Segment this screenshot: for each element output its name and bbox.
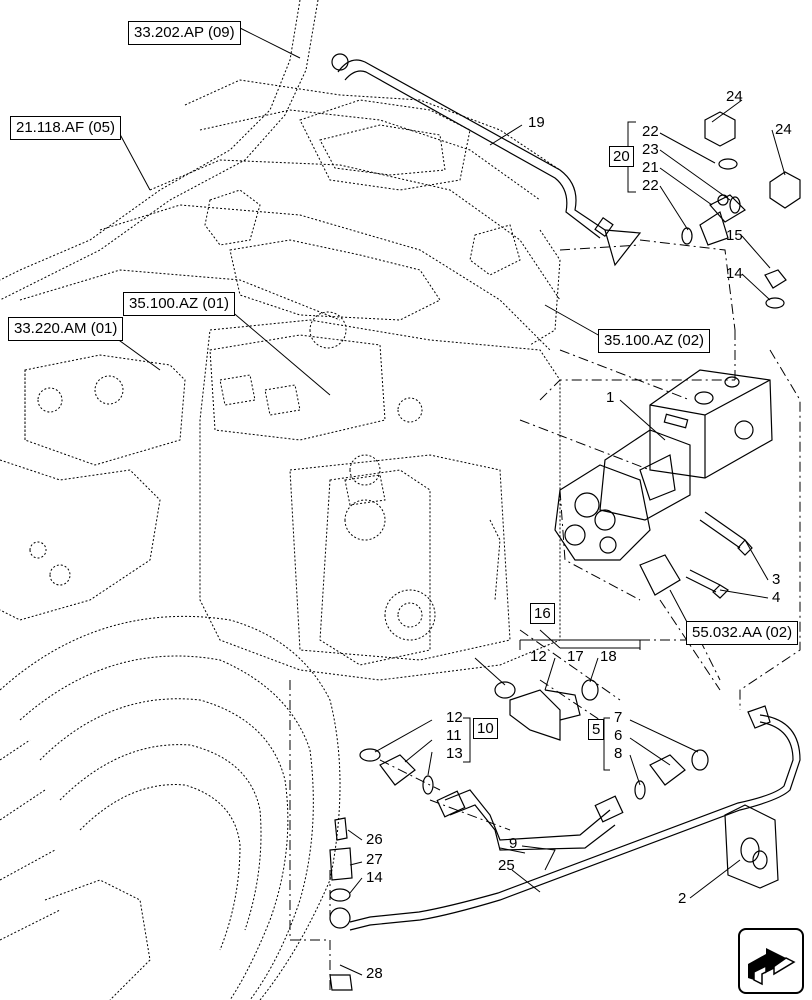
part-label-17: 17: [567, 648, 584, 665]
dash-dot-assembly-lines: [289, 239, 801, 990]
background-assembly-dotted: [0, 0, 561, 1000]
group-box-10[interactable]: 10: [473, 718, 498, 739]
part-label-18: 18: [600, 648, 617, 665]
part-label-24-right: 24: [775, 121, 792, 138]
part-label-26: 26: [366, 831, 383, 848]
navigate-arrow-button[interactable]: [738, 928, 804, 994]
part-label-1: 1: [606, 389, 615, 406]
part-label-19: 19: [528, 114, 545, 131]
part-label-4: 4: [772, 589, 781, 606]
part-label-27: 27: [366, 851, 383, 868]
group-box-20[interactable]: 20: [609, 146, 634, 167]
part-label-25: 25: [498, 857, 515, 874]
part-label-11: 11: [446, 727, 462, 744]
ref-35-100-az-01[interactable]: 35.100.AZ (01): [123, 292, 236, 316]
leader-lines: [104, 27, 786, 976]
part-label-7: 7: [614, 709, 623, 726]
part-label-21: 21: [642, 159, 659, 176]
part-label-22-upper: 22: [642, 123, 659, 140]
part-label-13: 13: [446, 745, 463, 762]
part-label-12-group16: 12: [530, 648, 547, 665]
solid-part-drawings: [329, 53, 801, 991]
ref-55-032-aa-02[interactable]: 55.032.AA (02): [686, 621, 799, 645]
ref-33-202-ap-09[interactable]: 33.202.AP (09): [128, 21, 241, 45]
part-label-22-lower: 22: [642, 177, 659, 194]
part-label-14-lower: 14: [366, 869, 383, 886]
part-label-8: 8: [614, 745, 623, 762]
ref-33-220-am-01[interactable]: 33.220.AM (01): [8, 317, 124, 341]
ref-35-100-az-02[interactable]: 35.100.AZ (02): [598, 329, 711, 353]
part-label-12-group10: 12: [446, 709, 463, 726]
part-label-6: 6: [614, 727, 623, 744]
part-label-28: 28: [366, 965, 383, 982]
navigate-arrow-icon: [748, 948, 796, 986]
part-label-14-upper: 14: [726, 265, 743, 282]
ref-21-118-af-05[interactable]: 21.118.AF (05): [10, 116, 121, 140]
part-label-3: 3: [772, 571, 781, 588]
part-label-24-top: 24: [726, 88, 743, 105]
group-box-5[interactable]: 5: [588, 719, 605, 740]
part-label-2: 2: [678, 890, 687, 907]
part-label-23: 23: [642, 141, 659, 158]
part-label-9: 9: [509, 835, 518, 852]
part-label-15: 15: [726, 227, 743, 244]
group-box-16[interactable]: 16: [530, 603, 555, 624]
